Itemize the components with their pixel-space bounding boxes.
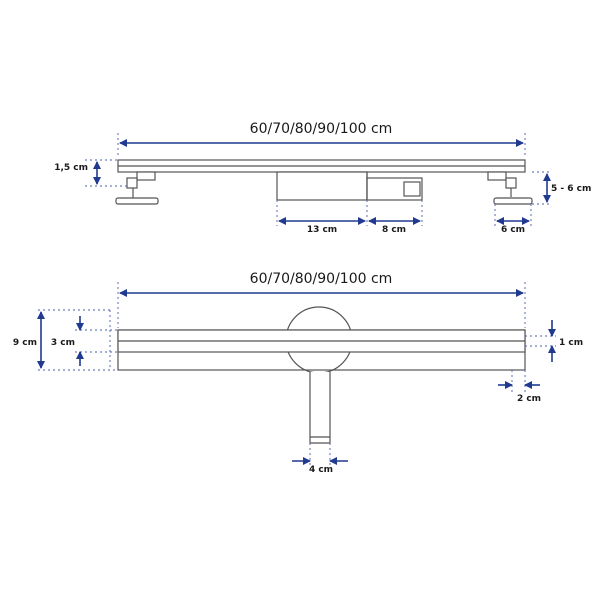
slot-label: 1 cm xyxy=(559,338,583,348)
top-length-label: 60/70/80/90/100 cm xyxy=(250,271,393,287)
side-height-label: 1,5 cm xyxy=(54,163,88,173)
trap-label: 8 cm xyxy=(382,225,406,235)
side-length-label: 60/70/80/90/100 cm xyxy=(250,121,393,137)
outlet-pipe xyxy=(309,372,331,444)
side-outlet-trap xyxy=(276,171,423,201)
side-view: 60/70/80/90/100 cm 1,5 cm 5 - 6 cm 13 cm… xyxy=(54,121,591,235)
outlet-label: 13 cm xyxy=(307,225,337,235)
foot-label: 6 cm xyxy=(501,225,525,235)
left-leveling-foot xyxy=(115,171,159,205)
channel-label: 3 cm xyxy=(51,338,75,348)
end-label: 2 cm xyxy=(517,394,541,404)
pipe-label: 4 cm xyxy=(309,465,333,475)
leg-height-label: 5 - 6 cm xyxy=(551,184,591,194)
right-leveling-foot xyxy=(487,171,533,205)
top-width-label: 9 cm xyxy=(13,338,37,348)
top-view: 60/70/80/90/100 cm 9 cm 3 cm 1 cm 2 cm 4… xyxy=(13,271,583,475)
